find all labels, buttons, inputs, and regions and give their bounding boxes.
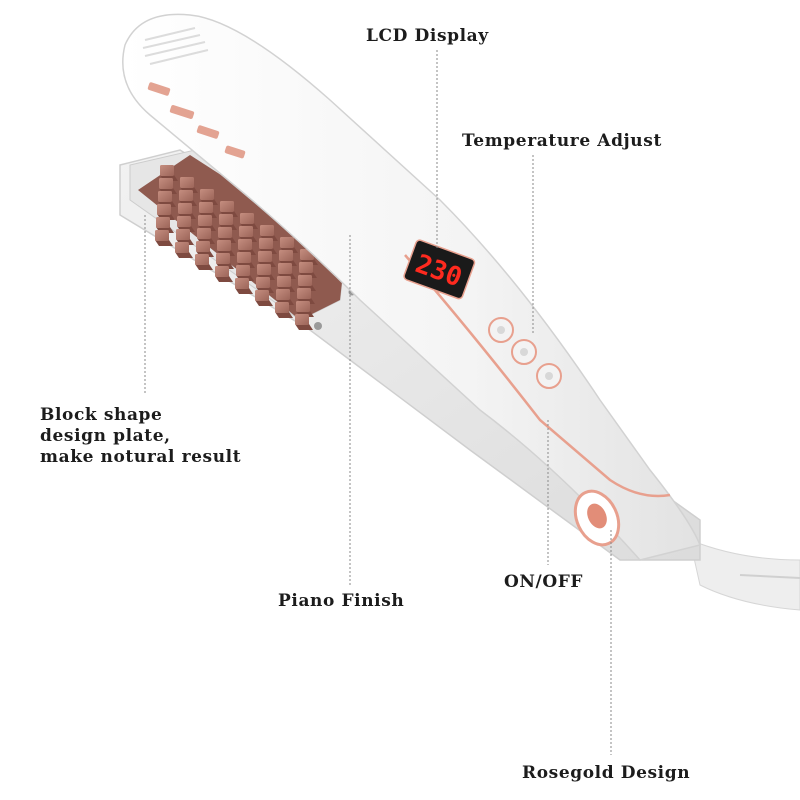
label-block-shape: Block shape design plate, make notural r… xyxy=(40,405,241,468)
label-rosegold-design: Rosegold Design xyxy=(522,763,691,783)
label-on-off: ON/OFF xyxy=(504,572,584,592)
plate-block xyxy=(279,250,293,261)
plate-block-side xyxy=(155,240,173,246)
plate-block xyxy=(259,238,273,249)
plate-block xyxy=(298,275,312,286)
plate-block-side xyxy=(255,300,273,306)
plate-block xyxy=(215,266,229,277)
plate-block xyxy=(297,288,311,299)
plate-block xyxy=(299,262,313,273)
plate-block-side xyxy=(215,276,233,282)
plate-block-side xyxy=(275,312,293,318)
block-shape-plate xyxy=(138,155,356,330)
plate-block xyxy=(218,227,232,238)
plate-block xyxy=(196,241,210,252)
plate-block xyxy=(179,190,193,201)
plate-block-side xyxy=(295,324,313,330)
grip-vents xyxy=(142,27,209,65)
plate-block xyxy=(199,202,213,213)
plate-block xyxy=(158,191,172,202)
plate-block xyxy=(219,214,233,225)
plate-block xyxy=(175,242,189,253)
plate-block xyxy=(275,302,289,313)
plate-block xyxy=(178,203,192,214)
plate-block xyxy=(236,265,250,276)
label-lcd-display: LCD Display xyxy=(366,26,489,46)
plate-block xyxy=(278,263,292,274)
lcd-display: 230 xyxy=(403,239,476,300)
plate-block xyxy=(260,225,274,236)
plate-block xyxy=(217,240,231,251)
plate-blocks xyxy=(155,165,318,330)
plate-block xyxy=(258,251,272,262)
plate-block xyxy=(198,215,212,226)
upper-arm-piano-finish xyxy=(122,13,702,561)
plate-block xyxy=(277,276,291,287)
plate-block xyxy=(176,229,190,240)
plate-block xyxy=(255,290,269,301)
plate-block xyxy=(155,230,169,241)
plate-block xyxy=(257,264,271,275)
plate-block xyxy=(216,253,230,264)
plate-block xyxy=(237,252,251,263)
label-temperature-adjust: Temperature Adjust xyxy=(462,131,662,151)
plate-block xyxy=(159,178,173,189)
plate-block xyxy=(239,226,253,237)
plate-block xyxy=(238,239,252,250)
plate-block xyxy=(256,277,270,288)
power-cord xyxy=(689,539,800,611)
plate-block-side xyxy=(235,288,253,294)
label-piano-finish: Piano Finish xyxy=(278,591,405,611)
plate-block xyxy=(180,177,194,188)
plate-block-side xyxy=(195,264,213,270)
plate-block xyxy=(156,217,170,228)
plate-block xyxy=(200,189,214,200)
leader-lines xyxy=(144,50,612,755)
plate-block xyxy=(160,165,174,176)
plate-block xyxy=(235,278,249,289)
temperature-adjust-buttons[interactable] xyxy=(488,317,562,389)
label-block-shape-line3: make notural result xyxy=(40,447,242,467)
rosegold-trim-line xyxy=(404,254,671,498)
plate-block xyxy=(295,314,309,325)
label-block-shape-line1: Block shape xyxy=(40,405,163,425)
plate-block xyxy=(195,254,209,265)
plate-block xyxy=(157,204,171,215)
plate-block xyxy=(177,216,191,227)
label-block-shape-line2: design plate, xyxy=(40,426,171,446)
plate-block xyxy=(197,228,211,239)
on-off-switch[interactable] xyxy=(567,484,627,552)
plate-block-side xyxy=(175,252,193,258)
rosegold-tabs xyxy=(147,82,246,159)
plate-block xyxy=(240,213,254,224)
plate-block xyxy=(220,201,234,212)
plate-block xyxy=(296,301,310,312)
plate-block xyxy=(280,237,294,248)
plate-block xyxy=(276,289,290,300)
